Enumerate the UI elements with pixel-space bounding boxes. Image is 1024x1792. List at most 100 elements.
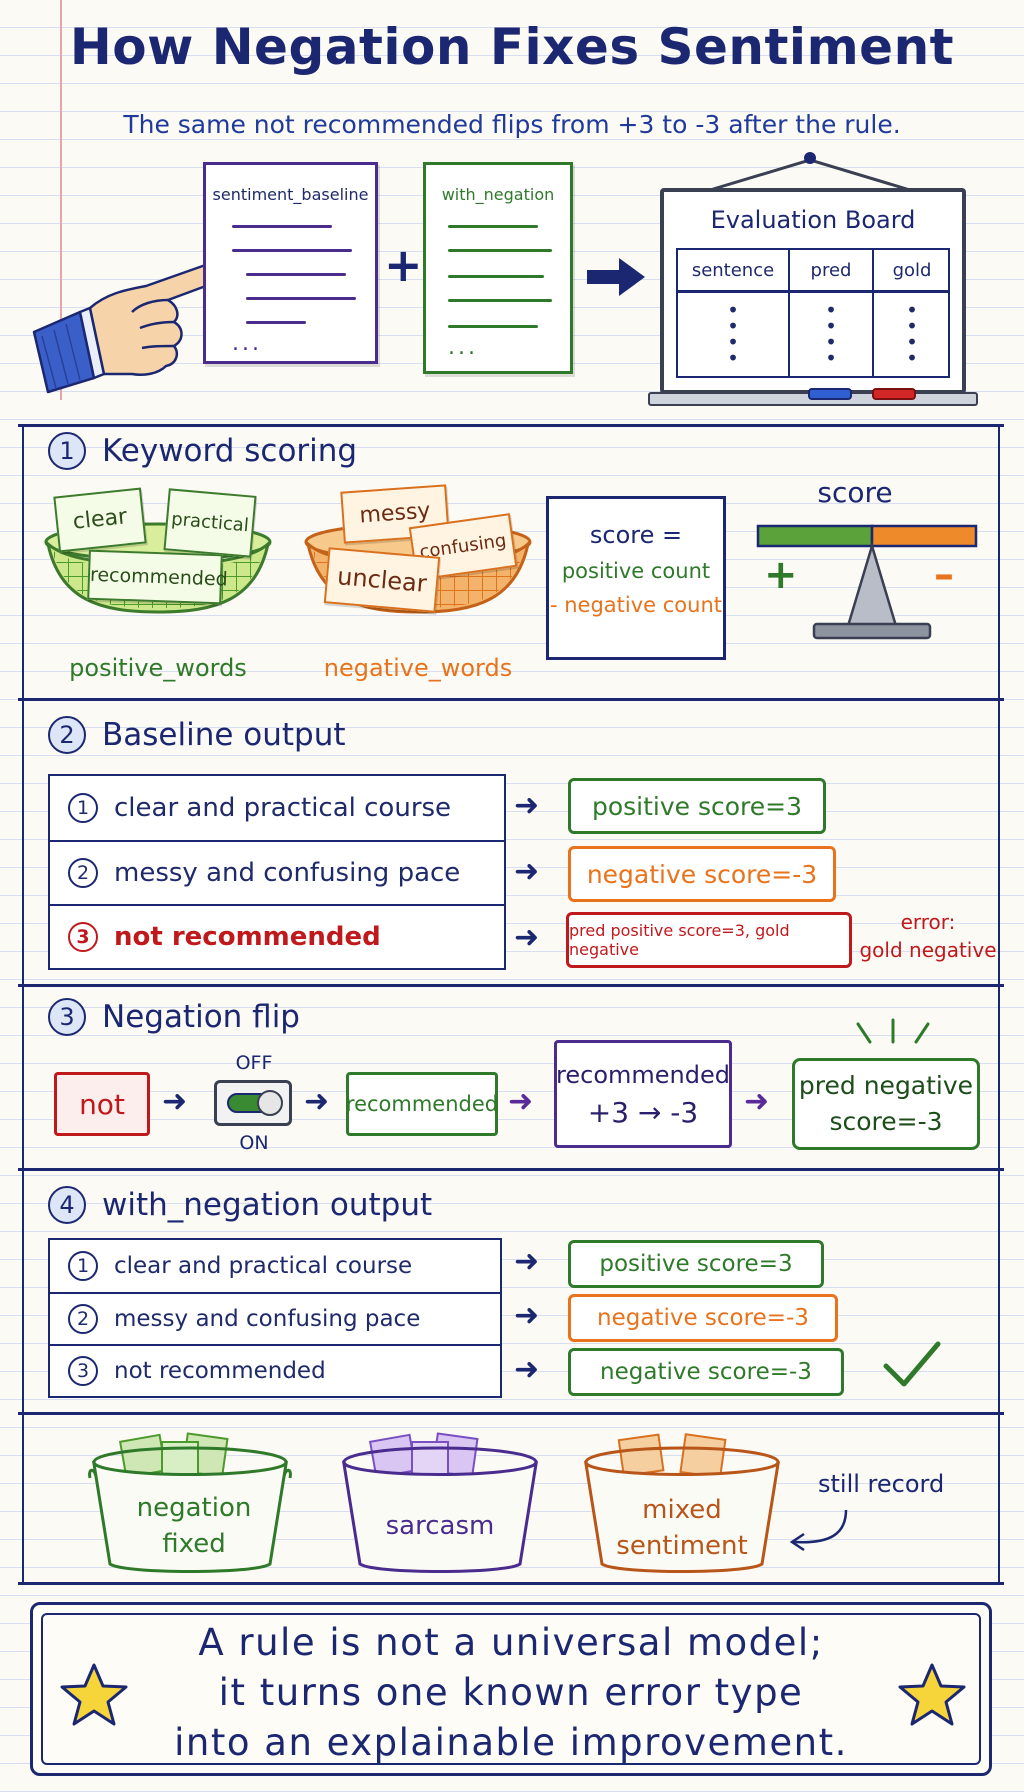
row-number: 3 [68,922,98,952]
pred-negative-box: pred negative score=-3 [792,1058,980,1150]
toggle-knob [257,1090,283,1116]
row-number: 1 [68,793,98,823]
text-line [246,297,356,300]
row-text: clear and practical course [114,793,452,823]
table-row: 3 not recommended [50,906,504,968]
board-title: Evaluation Board [710,206,916,234]
doc-sentiment-baseline[interactable]: sentiment_baseline ... [203,162,378,364]
negation-token: not [54,1072,150,1136]
flip-word: recommended [556,1061,730,1089]
row-number: 1 [68,1251,98,1281]
row-text: not recommended [114,1358,326,1384]
text-line [232,249,352,252]
ellipsis: ... [448,335,478,360]
doc-name: with_negation [441,185,555,204]
keyword-box: recommended [346,1072,498,1136]
tub-label-line: negation [136,1493,252,1523]
section-title: with_negation output [102,1187,433,1223]
board-hanger-icon [709,152,911,192]
star-icon [60,1663,128,1726]
tub-sarcasm-icon [341,1432,539,1573]
negative-word-card: unclear [323,547,441,613]
positive-word-card: recommended [87,549,228,605]
switch-on-label: ON [239,1132,269,1154]
still-record-note: still record [818,1470,945,1498]
balance-scale-icon [756,524,978,640]
emphasis-lines-icon [856,1018,930,1044]
section-1-heading: 1 Keyword scoring [48,432,357,470]
arrow-right-icon: ➜ [514,920,540,955]
section-title: Keyword scoring [102,433,358,469]
arrow-right-icon: ➜ [514,788,540,823]
result-badge: positive score=3 [568,778,826,834]
tub-label-negation-fixed: negation fixed [104,1490,284,1562]
ellipsis: ... [232,331,262,356]
evaluation-board: Evaluation Board sentence •••• pred ••••… [660,188,966,394]
row-number: 2 [68,1304,98,1334]
table-row: 2 messy and confusing pace [50,842,504,906]
board-col-header: sentence [691,260,775,281]
section-title: Negation flip [102,999,300,1035]
negation-toggle-switch[interactable] [214,1080,292,1126]
text-line [448,275,544,278]
tub-negation-fixed-icon [88,1432,292,1573]
text-line [448,249,552,252]
red-marker-icon [872,388,916,400]
tub-label-line: mixed [642,1495,722,1525]
board-col-pred: pred •••• [790,250,874,376]
conclusion-line: into an explainable improvement. [174,1721,848,1764]
negative-words-label: negative_words [323,654,513,682]
section-title: Baseline output [102,717,346,753]
page-subtitle: The same not recommended flips from +3 t… [123,110,901,139]
plus-icon: + [384,238,423,292]
table-row: 3 not recommended [50,1346,500,1396]
arrow-right-icon: ➜ [304,1084,330,1119]
section-number: 4 [48,1186,86,1224]
conclusion-line: A rule is not a universal model; [198,1621,824,1664]
vertical-dots: •••• [727,298,739,370]
arrow-right-icon: ➜ [514,854,540,889]
board-header-line [678,290,948,293]
pred-line: pred negative [798,1071,974,1100]
section-4-heading: 4 with_negation output [48,1186,432,1224]
formula-line: - negative count [549,593,723,617]
pred-line: score=-3 [829,1107,943,1136]
with-negation-output-table: 1 clear and practical course 2 messy and… [48,1238,502,1398]
board-col-sentence: sentence •••• [678,250,790,376]
vertical-dots: •••• [825,298,837,370]
section-2-heading: 2 Baseline output [48,716,346,754]
row-number: 2 [68,858,98,888]
tub-label-line: sentiment [616,1531,748,1561]
error-note-line: error: [900,910,956,934]
curved-arrow-icon [789,1509,848,1552]
scale-label: score [817,476,893,509]
text-line [232,225,332,228]
switch-off-label: OFF [235,1052,273,1074]
row-text: clear and practical course [114,1253,413,1279]
arrow-right-icon: ➜ [162,1084,188,1119]
text-line [246,321,306,324]
positive-words-label: positive_words [69,654,247,682]
baseline-output-table: 1 clear and practical course 2 messy and… [48,774,506,970]
notebook-margin-line [60,0,62,400]
section-divider [18,1168,1004,1171]
positive-word-card: practical [163,488,257,558]
result-badge: negative score=-3 [568,1348,844,1396]
result-badge: negative score=-3 [568,846,836,902]
board-col-header: gold [892,260,932,281]
arrow-right-icon [587,258,645,296]
arrow-right-icon: ➜ [744,1084,770,1119]
section-number: 3 [48,998,86,1036]
text-line [448,325,538,328]
sections-frame [22,424,1000,1582]
checkmark-icon [883,1341,941,1387]
text-line [448,299,552,302]
tub-label-sarcasm: sarcasm [385,1511,495,1541]
tub-mixed-sentiment-icon [583,1433,781,1573]
flip-box: recommended +3 → -3 [554,1040,732,1148]
formula-line: score = [589,521,683,549]
text-line [246,273,346,276]
doc-with-negation[interactable]: with_negation ... [423,162,573,374]
star-icon [898,1663,966,1726]
section-divider [18,424,1004,427]
